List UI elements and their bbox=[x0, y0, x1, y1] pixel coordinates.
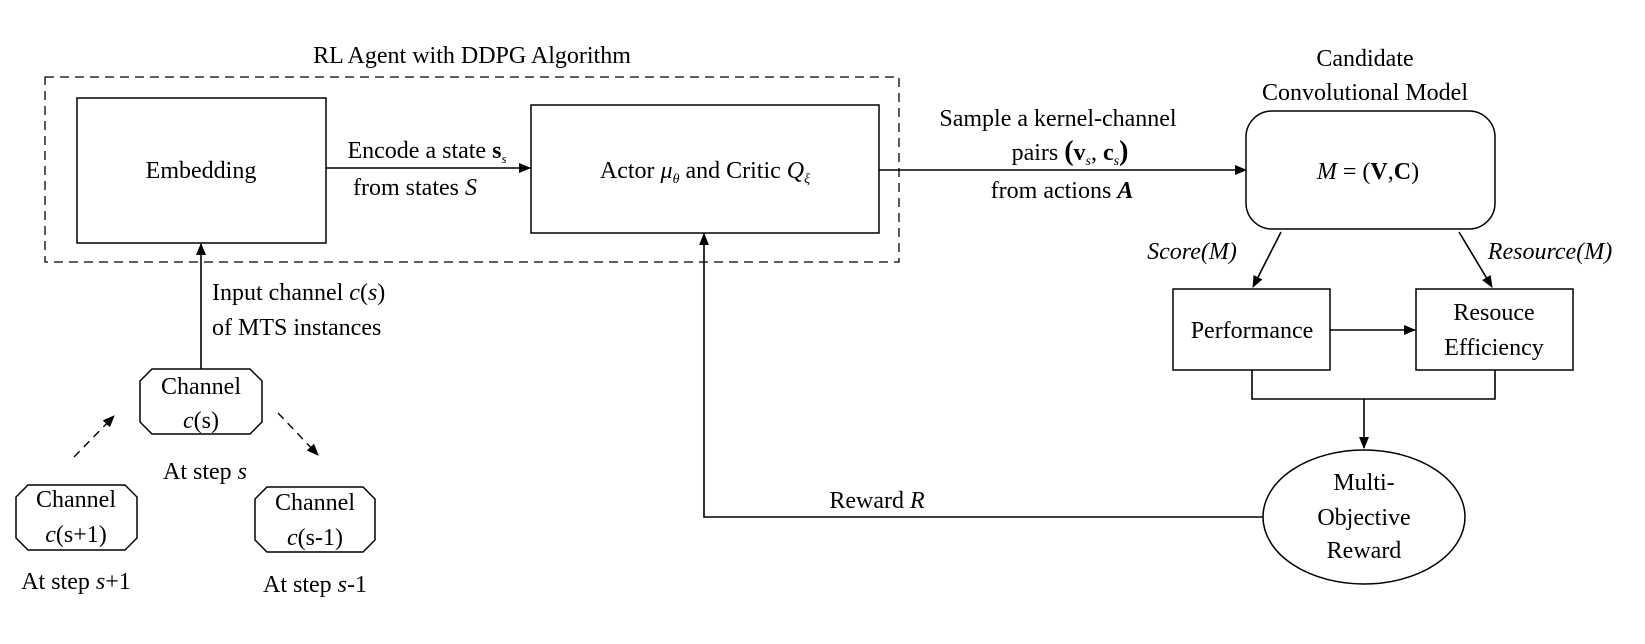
candidate-title-line2: Convolutional Model bbox=[1262, 80, 1468, 106]
channel-current-node bbox=[139, 368, 263, 435]
input-label-line2: of MTS instances bbox=[212, 315, 381, 341]
channel-next-title: Channel bbox=[36, 487, 116, 513]
efficiency-label-line2: Efficiency bbox=[1444, 335, 1544, 361]
candidate-title-line1: Candidate bbox=[1316, 46, 1413, 72]
sample-label-line3: from actions A bbox=[991, 178, 1134, 204]
actor-critic-box bbox=[530, 104, 880, 234]
channel-current-var: c(s) bbox=[183, 408, 219, 434]
channel-next-node bbox=[15, 484, 138, 551]
actor-critic-label: Actor μθ and Critic Qξ bbox=[600, 158, 810, 187]
efficiency-label-line1: Resouce bbox=[1453, 300, 1534, 326]
encode-label-line2: from states S bbox=[353, 175, 477, 201]
channel-next-step: At step s+1 bbox=[21, 569, 131, 595]
embedding-label: Embedding bbox=[146, 158, 257, 184]
reward-bracket bbox=[1251, 370, 1496, 400]
efficiency-box bbox=[1415, 288, 1574, 371]
channel-current-title: Channel bbox=[161, 374, 241, 400]
reward-node-line1: Multi- bbox=[1333, 470, 1394, 496]
score-label: Score(M) bbox=[1147, 239, 1237, 265]
performance-box bbox=[1172, 288, 1331, 371]
current-to-prev-dashed-arrow bbox=[277, 412, 319, 456]
channel-prev-var: c(s-1) bbox=[287, 525, 343, 551]
next-to-current-dashed-arrow bbox=[73, 415, 115, 458]
encode-label-line1: Encode a state ss bbox=[347, 138, 506, 166]
channel-next-var: c(s+1) bbox=[45, 522, 107, 548]
candidate-model-formula: M = (V,C) bbox=[1316, 159, 1419, 185]
channel-current-step: At step s bbox=[163, 459, 247, 485]
agent-group-title: RL Agent with DDPG Algorithm bbox=[313, 43, 631, 69]
sample-label-line2: pairs (vs, cs) bbox=[1012, 136, 1129, 169]
input-label-line1: Input channel c(s) bbox=[212, 280, 385, 306]
resource-label: Resource(M) bbox=[1487, 239, 1612, 265]
resource-arrow bbox=[1458, 231, 1493, 288]
reward-feedback-arrow bbox=[699, 233, 1263, 518]
channel-prev-title: Channel bbox=[275, 490, 355, 516]
score-arrow bbox=[1252, 231, 1282, 288]
reward-edge-label: Reward R bbox=[829, 488, 925, 514]
sample-label-line1: Sample a kernel-channel bbox=[939, 106, 1177, 132]
reward-node-line3: Reward bbox=[1327, 538, 1402, 564]
candidate-model-box bbox=[1245, 110, 1496, 230]
channel-prev-node bbox=[254, 486, 376, 553]
reward-node-line2: Objective bbox=[1317, 505, 1410, 531]
channel-prev-step: At step s-1 bbox=[263, 572, 367, 598]
performance-label: Performance bbox=[1191, 318, 1314, 344]
